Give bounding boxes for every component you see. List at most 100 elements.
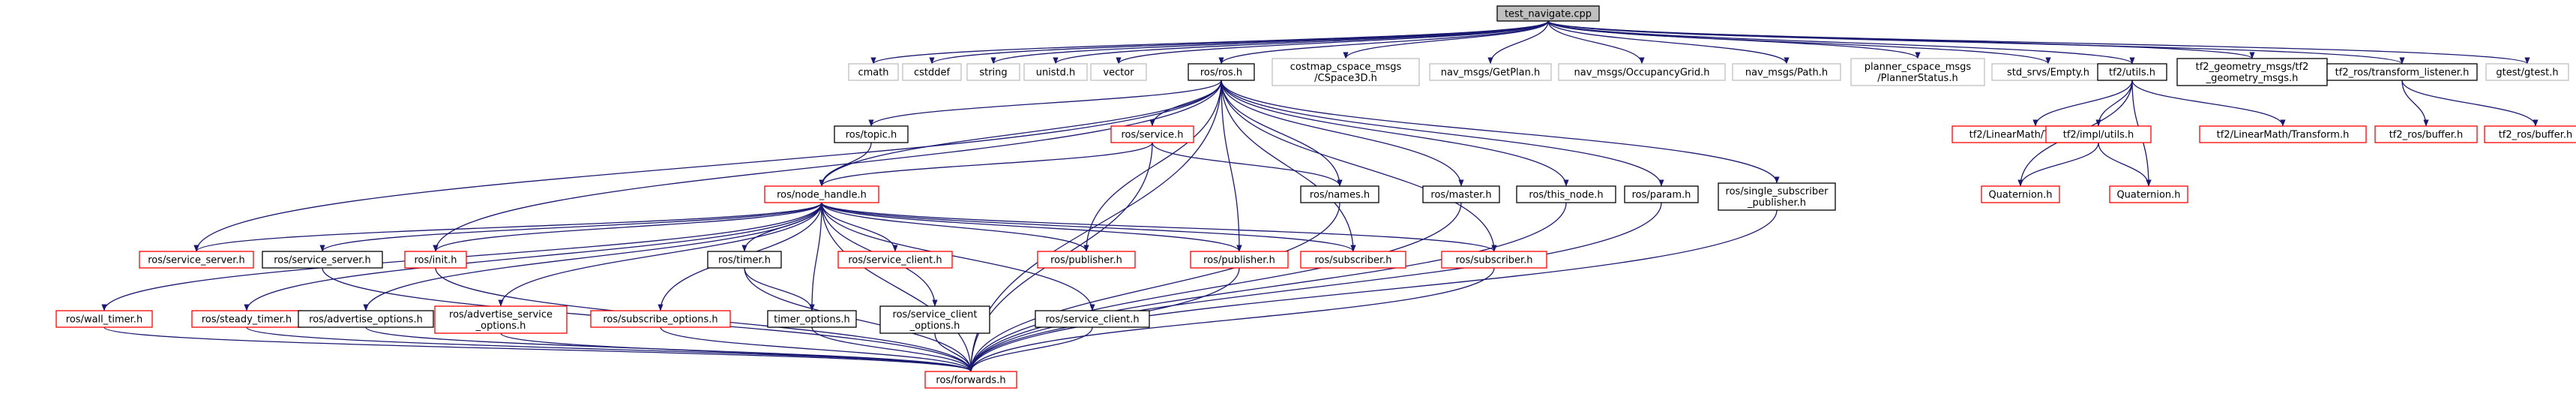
node-srvclient2[interactable]: ros/service_client.h: [1035, 310, 1150, 328]
node-box: [1035, 310, 1150, 328]
dependency-edge-rosros-topic: [868, 80, 1222, 127]
node-tf2utils[interactable]: tf2/utils.h: [2097, 63, 2167, 81]
node-getplan[interactable]: nav_msgs/GetPlan.h: [1429, 63, 1552, 81]
node-buffer1[interactable]: tf2_ros/buffer.h: [2374, 125, 2478, 143]
node-costmap[interactable]: costmap_cspace_msgs/CSpace3D.h: [1272, 58, 1420, 86]
node-master[interactable]: ros/master.h: [1422, 185, 1500, 203]
dependency-edge-rosros-nodehandle: [819, 80, 1222, 187]
dependency-edge-nodehandle-forwards: [821, 202, 974, 372]
dependency-edge-rosros-service: [1149, 80, 1222, 127]
node-param[interactable]: ros/param.h: [1624, 185, 1699, 203]
node-srvserver2[interactable]: ros/service_server.h: [262, 251, 383, 269]
node-quat2[interactable]: Quaternion.h: [2109, 185, 2188, 203]
dependency-edge-rosros-init: [433, 80, 1222, 252]
node-nodehandle[interactable]: ros/node_handle.h: [764, 185, 879, 203]
dependency-edge-nodehandle-srvserver1: [193, 202, 822, 252]
node-steadytimer[interactable]: ros/steady_timer.h: [191, 310, 302, 328]
dependency-edge-root-tflistener: [1547, 20, 2405, 65]
node-box: [139, 251, 254, 269]
node-label: string: [979, 68, 1007, 79]
node-topic[interactable]: ros/topic.h: [834, 125, 909, 143]
node-subscriber1[interactable]: ros/subscriber.h: [1300, 251, 1406, 269]
node-box: [2109, 185, 2188, 203]
node-init[interactable]: ros/init.h: [404, 251, 467, 269]
node-box: [1732, 63, 1841, 81]
dependency-edge-nodehandle-advopts: [363, 202, 822, 311]
node-forwards[interactable]: ros/forwards.h: [924, 371, 1017, 389]
node-cmath[interactable]: cmath: [848, 63, 899, 81]
node-tflistener[interactable]: tf2_ros/transform_listener.h: [2326, 63, 2478, 81]
node-box: [1090, 63, 1147, 81]
node-buffer2[interactable]: tf2_ros/buffer.h: [2484, 125, 2576, 143]
node-service[interactable]: ros/service.h: [1110, 125, 1194, 143]
node-srvserver1[interactable]: ros/service_server.h: [139, 251, 254, 269]
dependency-edge-root-getplan: [1487, 20, 1549, 65]
node-box: [1981, 185, 2060, 203]
node-label: ros/this_node.h: [1529, 190, 1603, 201]
node-label: _options.h: [475, 320, 526, 332]
node-label: Quaternion.h: [1988, 190, 2052, 201]
node-string[interactable]: string: [966, 63, 1020, 81]
dependency-edge-implutils-quat2: [2098, 142, 2152, 187]
node-thisnode[interactable]: ros/this_node.h: [1516, 185, 1616, 203]
node-box: [707, 251, 782, 269]
node-srvclient1[interactable]: ros/service_client.h: [837, 251, 953, 269]
node-occgrid[interactable]: nav_msgs/OccupancyGrid.h: [1558, 63, 1726, 81]
node-unistd[interactable]: unistd.h: [1023, 63, 1088, 81]
dependency-edge-nodehandle-srvserver2: [319, 202, 822, 252]
node-label: ros/param.h: [1632, 190, 1691, 201]
node-box: [1441, 251, 1547, 269]
node-label: ros/service_client.h: [848, 255, 942, 266]
dependency-edge-names-forwards: [968, 202, 1340, 372]
node-box: [1516, 185, 1616, 203]
node-subscriber2[interactable]: ros/subscriber.h: [1441, 251, 1547, 269]
node-rosros[interactable]: ros/ros.h: [1188, 63, 1255, 81]
node-publisher2[interactable]: ros/publisher.h: [1190, 251, 1289, 269]
node-gtest[interactable]: gtest/gtest.h: [2485, 63, 2569, 81]
node-quat1[interactable]: Quaternion.h: [1981, 185, 2060, 203]
node-timeropts[interactable]: timer_options.h: [767, 310, 857, 328]
node-plannerstatus[interactable]: planner_cspace_msgs/PlannerStatus.h: [1850, 58, 1985, 86]
node-path[interactable]: nav_msgs/Path.h: [1732, 63, 1841, 81]
node-lmtransform2[interactable]: tf2/LinearMath/Transform.h: [2199, 125, 2367, 143]
node-singlesub[interactable]: ros/single_subscriber_publisher.h: [1718, 182, 1836, 211]
node-label: costmap_cspace_msgs: [1290, 62, 1402, 73]
node-box: [2326, 63, 2478, 81]
node-tf2geom[interactable]: tf2_geometry_msgs/tf2_geometry_msgs.h: [2176, 58, 2328, 86]
dependency-edge-timer-forwards: [744, 267, 974, 372]
node-label: ros/ros.h: [1200, 68, 1242, 79]
dependency-edge-root-unistd: [1053, 20, 1549, 65]
node-box: [837, 251, 953, 269]
node-timer[interactable]: ros/timer.h: [707, 251, 782, 269]
node-names[interactable]: ros/names.h: [1300, 185, 1379, 203]
node-box: [1624, 185, 1699, 203]
node-box: [966, 63, 1020, 81]
node-advsrvopts[interactable]: ros/advertise_service_options.h: [434, 305, 568, 334]
node-cstddef[interactable]: cstddef: [902, 63, 962, 81]
node-walltimer[interactable]: ros/wall_timer.h: [55, 310, 153, 328]
node-label: planner_cspace_msgs: [1865, 62, 1972, 73]
node-label: tf2/LinearMath/Transform.h: [2217, 130, 2350, 141]
node-publisher1[interactable]: ros/publisher.h: [1037, 251, 1136, 269]
node-box: [55, 310, 153, 328]
node-vector[interactable]: vector: [1090, 63, 1147, 81]
node-label: nav_msgs/OccupancyGrid.h: [1574, 68, 1710, 79]
node-advopts[interactable]: ros/advertise_options.h: [298, 310, 434, 328]
dependency-edge-root-cmath: [870, 20, 1549, 65]
node-label: ros/master.h: [1430, 190, 1491, 201]
node-label: _publisher.h: [1747, 197, 1806, 209]
node-subopts[interactable]: ros/subscribe_options.h: [590, 310, 731, 328]
node-box: [1190, 251, 1289, 269]
node-implutils[interactable]: tf2/impl/utils.h: [2045, 125, 2152, 143]
node-root[interactable]: test_navigate.cpp: [1496, 5, 1600, 22]
node-box: [1429, 63, 1552, 81]
node-label: ros/forwards.h: [936, 375, 1005, 386]
node-empty[interactable]: std_srvs/Empty.h: [1991, 63, 2105, 81]
node-label: ros/service_client.h: [1045, 314, 1139, 326]
node-label: _geometry_msgs.h: [2206, 73, 2299, 84]
node-label: tf2/utils.h: [2109, 68, 2155, 79]
node-label: ros/wall_timer.h: [66, 314, 142, 326]
node-srvclientopts[interactable]: ros/service_client_options.h: [879, 305, 990, 334]
node-label: ros/publisher.h: [1050, 255, 1122, 266]
node-label: ros/node_handle.h: [777, 190, 867, 201]
